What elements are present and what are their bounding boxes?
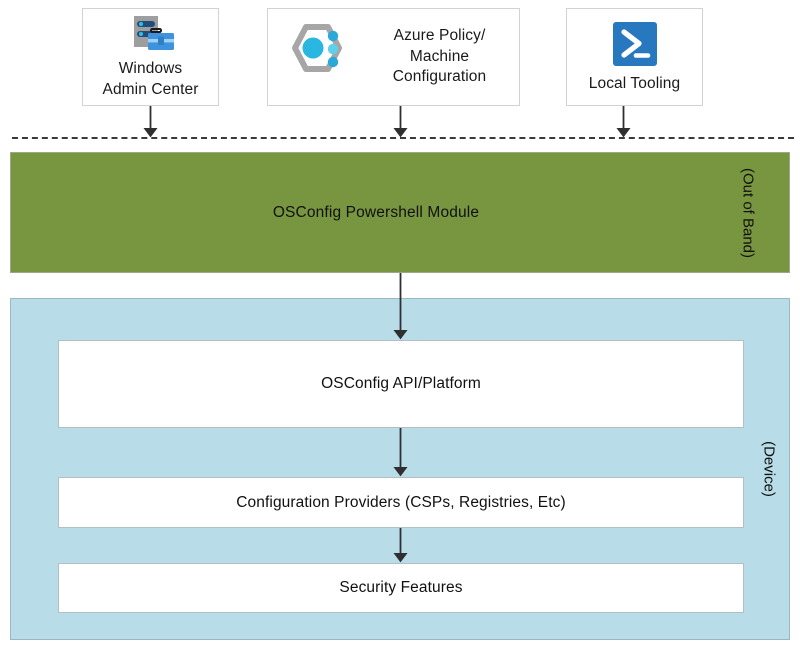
box-label: Configuration Providers (CSPs, Registrie…	[236, 493, 566, 511]
box-security-features[interactable]: Security Features	[58, 563, 744, 613]
source-box-azure-policy[interactable]: Azure Policy/ Machine Configuration	[267, 8, 520, 106]
source-label-line2: Machine	[409, 47, 470, 65]
source-label-line3: Configuration	[392, 68, 487, 86]
box-label: Security Features	[339, 579, 463, 596]
boundary-divider	[12, 137, 794, 139]
windows-admin-center-icon	[122, 14, 180, 54]
device-side-label: (Device)	[760, 441, 778, 497]
source-box-local-tooling[interactable]: Local Tooling	[566, 8, 703, 106]
out-of-band-side-label: (Out of Band)	[739, 167, 757, 258]
source-label-line1: Windows	[118, 60, 183, 78]
azure-policy-icon	[276, 21, 354, 93]
source-label-line2: Admin Center	[102, 80, 199, 98]
box-osconfig-api-platform[interactable]: OSConfig API/Platform	[58, 340, 744, 428]
powershell-icon	[611, 20, 659, 68]
source-label-line1: Local Tooling	[588, 74, 681, 92]
source-box-windows-admin-center[interactable]: Windows Admin Center	[82, 8, 219, 106]
box-label: OSConfig API/Platform	[321, 375, 481, 392]
out-of-band-band: OSConfig Powershell Module (Out of Band)	[10, 152, 790, 273]
box-configuration-providers[interactable]: Configuration Providers (CSPs, Registrie…	[58, 477, 744, 528]
osconfig-powershell-module-label: OSConfig Powershell Module	[272, 203, 480, 221]
source-label-line1: Azure Policy/	[393, 27, 486, 45]
